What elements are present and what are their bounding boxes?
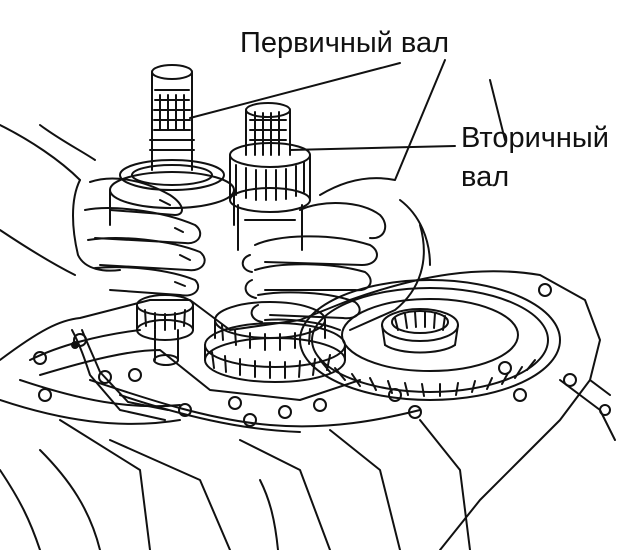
gearbox-housing xyxy=(0,271,615,550)
secondary-shaft xyxy=(230,103,310,250)
primary-shaft xyxy=(110,65,234,225)
primary-shaft-label: Первичный вал xyxy=(240,27,450,59)
lower-gear-cluster xyxy=(137,295,345,382)
left-hand xyxy=(0,125,205,296)
secondary-shaft-label-line1: Вторичный xyxy=(461,122,609,154)
differential-gear xyxy=(300,280,560,400)
secondary-shaft-leader xyxy=(290,146,455,150)
misc-lines xyxy=(40,80,505,420)
primary-shaft-leader xyxy=(190,63,400,118)
flange-bolts xyxy=(34,284,610,426)
right-hand xyxy=(243,60,445,330)
secondary-shaft-label-line2: вал xyxy=(461,161,510,193)
